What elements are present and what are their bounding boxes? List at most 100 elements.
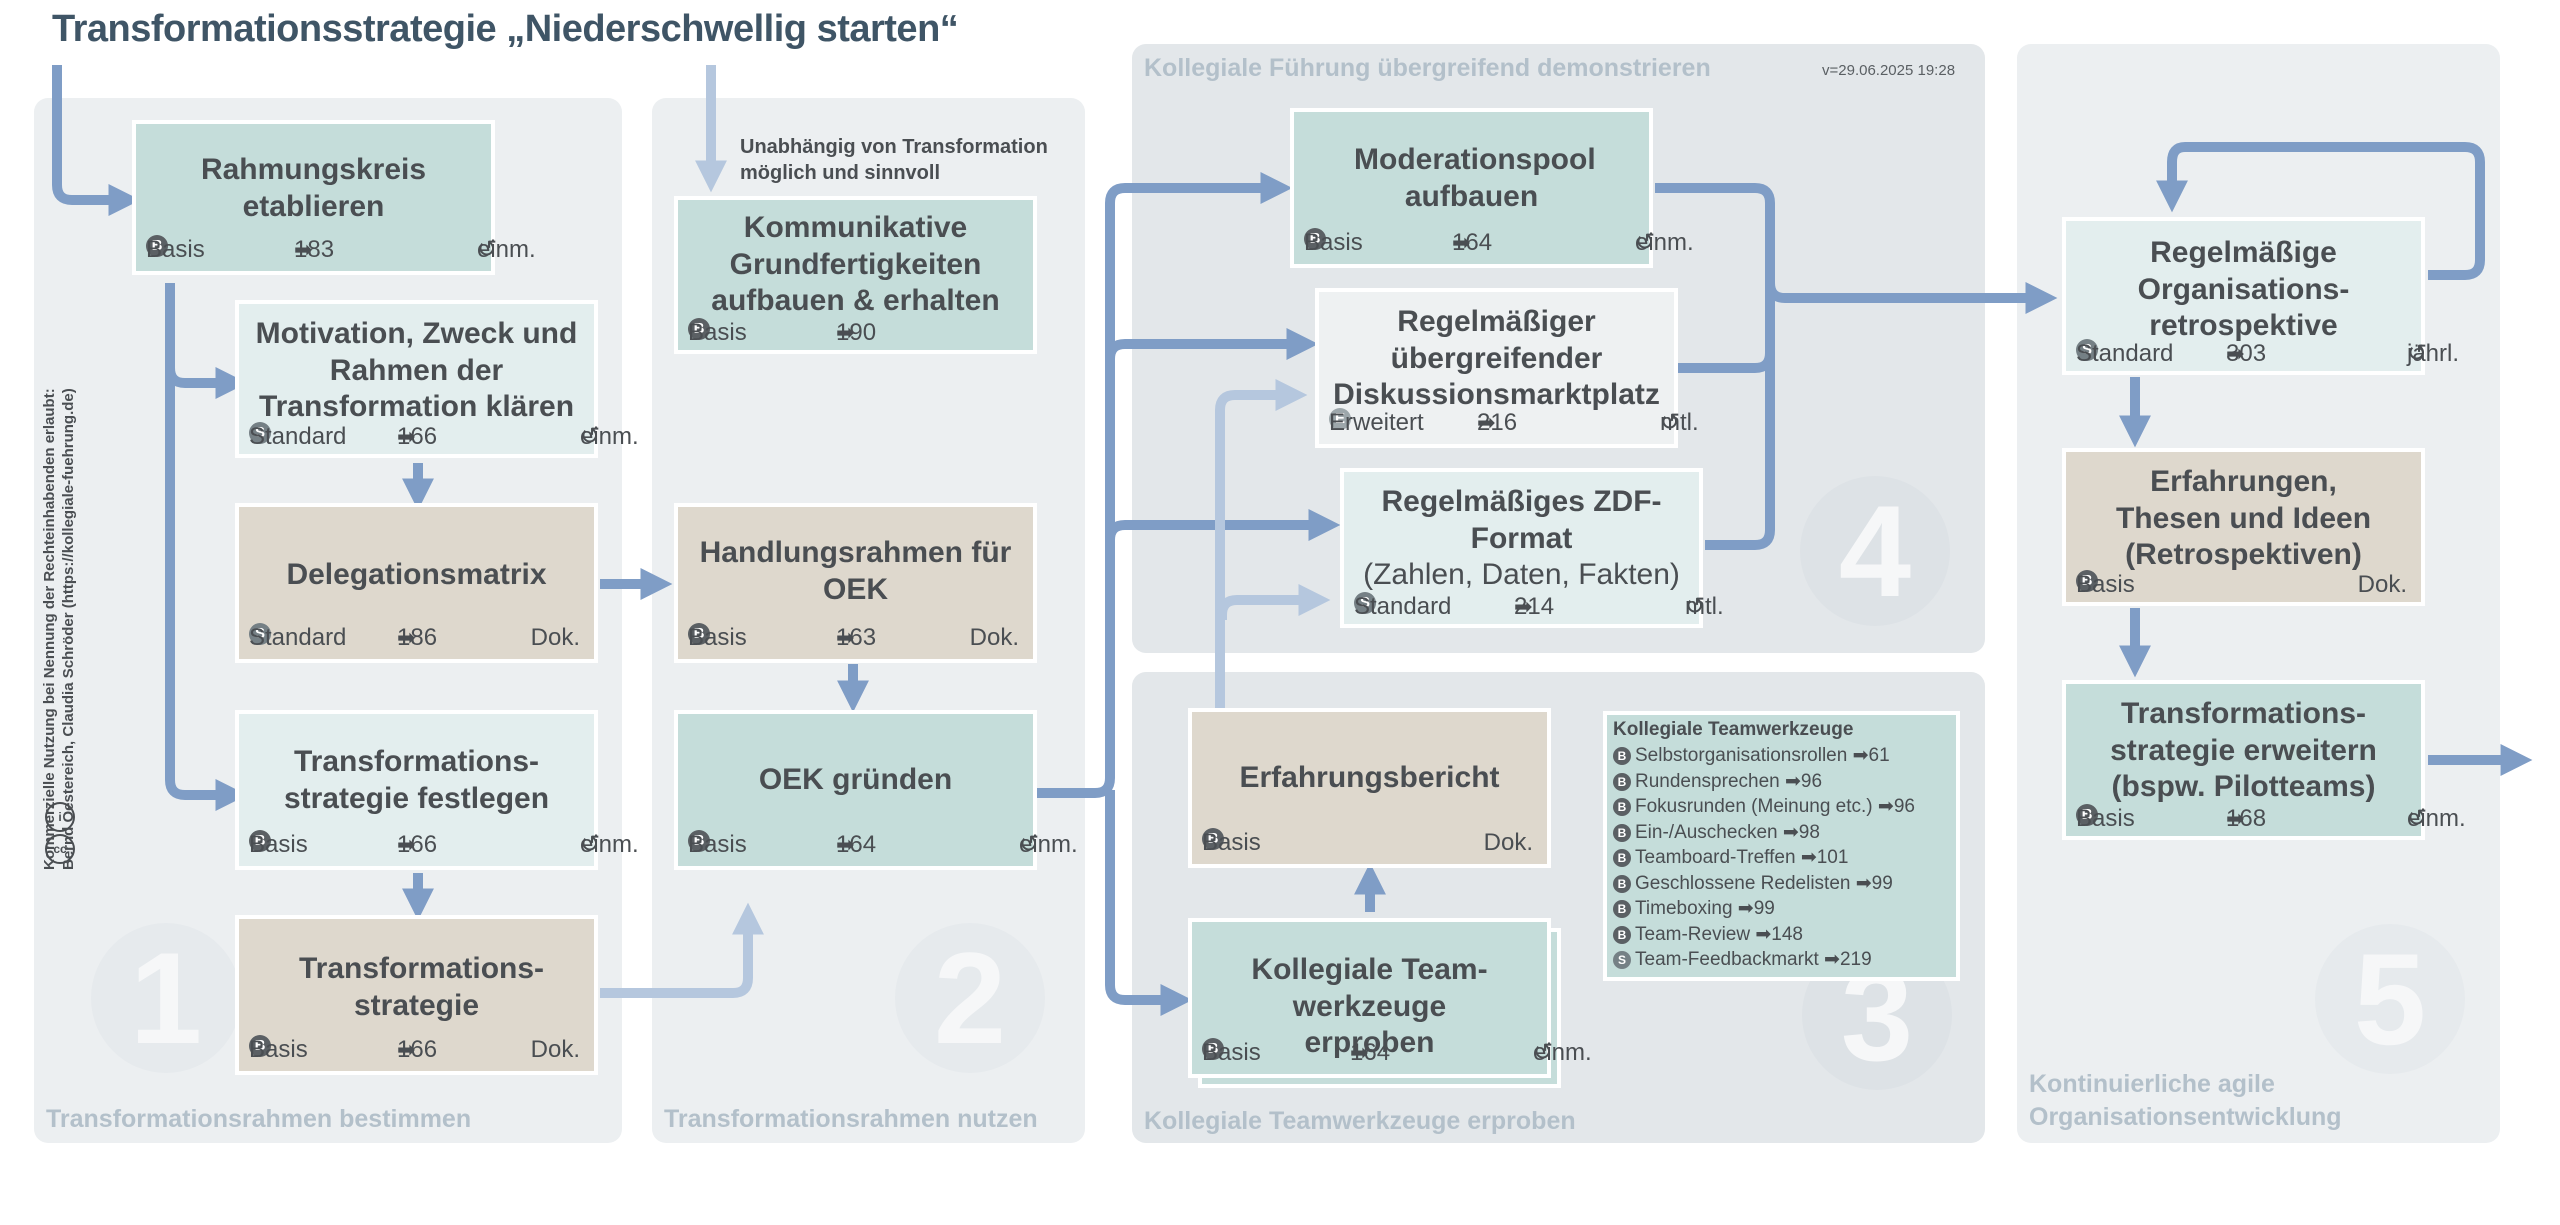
version-stamp: v=29.06.2025 19:28 — [1822, 62, 1956, 79]
toolbox-title: Kollegiale Teamwerkzeuge — [1613, 719, 1854, 740]
basis-icon: B — [1613, 823, 1631, 842]
box-title: Handlungsrahmen für OEK — [699, 536, 1012, 606]
panel-label: Transformationsrahmen bestimmen — [46, 1105, 472, 1133]
box-title: Kollegiale Team- werkzeuge erproben — [1251, 953, 1488, 1060]
box-title: Moderationspool aufbauen — [1354, 143, 1596, 213]
panel-label: Kollegiale Teamwerkzeuge erproben — [1144, 1107, 1576, 1135]
basis-icon: B — [146, 235, 168, 257]
page-ref: 101 — [1816, 847, 1849, 868]
box-title: Transformations- strategie erweitern (bs… — [2110, 697, 2377, 804]
panel-number: 4 — [1800, 476, 1950, 626]
standard-icon: S — [249, 422, 271, 444]
box-title: Regelmäßiger übergreifender Diskussionsm… — [1333, 305, 1660, 412]
box-zdf-format[interactable]: Regelmäßiges ZDF-Format (Zahlen, Daten, … — [1340, 468, 1724, 628]
basis-icon: B — [1304, 228, 1326, 250]
page-ref-icon: ➡ — [1452, 230, 1471, 255]
page-ref: 183 — [294, 236, 335, 263]
cycle-icon: ↺ — [2407, 805, 2428, 832]
page-ref-icon: ➡ — [397, 424, 416, 449]
cycle-icon: ↺ — [1660, 409, 1681, 436]
cycle-icon: ↺ — [2407, 340, 2428, 367]
page-ref: 190 — [836, 319, 877, 346]
standard-icon: S — [249, 623, 271, 645]
tool-label: Team-Feedbackmarkt — [1635, 949, 1819, 970]
box-title: OEK gründen — [758, 763, 953, 796]
box-diskussionsmarktplatz[interactable]: Regelmäßiger übergreifender Diskussionsm… — [1315, 288, 1699, 448]
level-label: Basis — [1202, 1039, 1261, 1066]
box-title: Erfahrungen, Thesen und Ideen (Retrospek… — [2115, 465, 2372, 572]
frequency-label: einm. — [2407, 805, 2466, 832]
page-ref-icon: ➡ — [1800, 847, 1817, 868]
cycle-icon: ↺ — [1685, 593, 1706, 620]
level-label: Basis — [2076, 571, 2135, 598]
tool-label: Fokusrunden (Meinung etc.) — [1635, 796, 1873, 817]
basis-icon: B — [1202, 1038, 1224, 1060]
panel-label: Kontinuierliche agile Organisationsentwi… — [2029, 1070, 2342, 1131]
basis-icon: B — [1613, 849, 1631, 867]
level-label: Basis — [249, 831, 308, 858]
box-title: Rahmungskreis etablieren — [200, 153, 427, 223]
cycle-icon: ↺ — [580, 831, 601, 858]
tool-label: Timeboxing — [1635, 898, 1733, 919]
box-organisationsretrospektive[interactable]: Regelmäßige Organisations- retrospektive… — [2062, 217, 2459, 375]
box-erfahrungen-thesen[interactable]: Erfahrungen, Thesen und Ideen (Retrospek… — [2062, 448, 2425, 606]
basis-icon: B — [1613, 772, 1631, 791]
frequency-label: einm. — [580, 831, 639, 858]
level-label: Basis — [688, 624, 747, 651]
erweitert-icon: E — [1329, 408, 1351, 430]
level-label: Standard — [1354, 593, 1452, 620]
frequency-label: mtl. — [1685, 593, 1724, 620]
page-ref: 216 — [1477, 409, 1518, 436]
cycle-icon: ↺ — [477, 236, 498, 263]
page-ref: 166 — [397, 831, 438, 858]
standard-icon: S — [2076, 339, 2098, 361]
page-ref: 164 — [1452, 229, 1493, 256]
page-ref-icon: ➡ — [1782, 821, 1799, 843]
panel-number: 1 — [91, 923, 241, 1073]
page-ref-icon: ➡ — [836, 625, 855, 650]
page-ref: 214 — [1514, 593, 1555, 620]
box-title: Regelmäßiges ZDF-Format (Zahlen, Daten, … — [1350, 484, 1693, 594]
level-label: Erweitert — [1329, 409, 1424, 436]
box-motivation[interactable]: Motivation, Zweck und Rahmen der Transfo… — [235, 300, 639, 458]
box-strategie-erweitern[interactable]: Transformations- strategie erweitern (bs… — [2062, 680, 2466, 840]
level-label: Standard — [249, 624, 347, 651]
page-ref-icon: ➡ — [1477, 410, 1496, 435]
basis-icon: B — [2076, 804, 2098, 826]
tool-label: Geschlossene Redelisten — [1635, 872, 1851, 894]
page-ref: 61 — [1868, 745, 1890, 766]
page-ref-icon: ➡ — [836, 832, 855, 857]
page-ref-icon: ➡ — [397, 625, 416, 650]
frequency-label: einm. — [1635, 229, 1694, 256]
box-title: Delegationsmatrix — [286, 558, 547, 591]
box-kommunikativ[interactable]: Kommunikative Grundfertigkeiten aufbauen… — [674, 196, 1037, 354]
frequency-label: einm. — [580, 423, 639, 450]
frequency-label: Dok. — [530, 624, 580, 651]
